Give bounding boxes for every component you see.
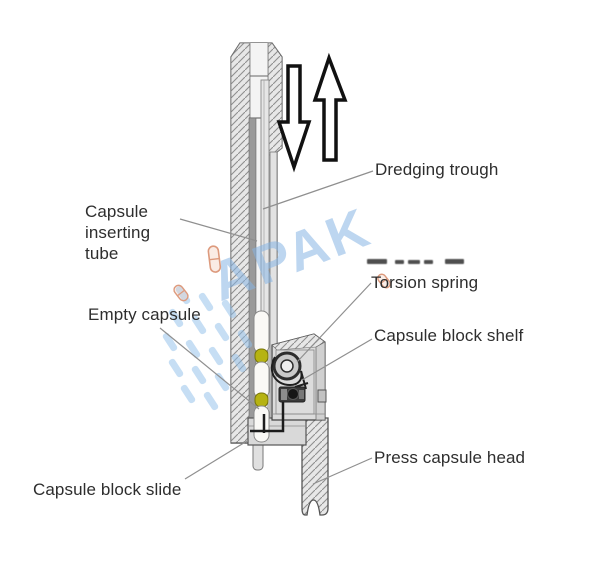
redacted-text-smudge (367, 259, 464, 264)
watermark-capsule-i-icon (207, 245, 222, 273)
leader-capsule-block-slide (184, 440, 248, 480)
watermark-brand: A PAK (202, 195, 380, 314)
slide-actuator (278, 386, 306, 403)
torsion-spring-drawing (270, 351, 309, 390)
label-capsule-block-shelf: Capsule block shelf (374, 326, 524, 345)
capsule-cap (254, 348, 269, 364)
label-dredging-trough: Dredging trough (375, 160, 499, 179)
leader-press-capsule-head (312, 457, 373, 485)
leader-capsule-block-shelf (301, 338, 373, 381)
up-arrow-icon (312, 52, 348, 162)
shelf-side-tab (317, 389, 327, 403)
capsule-block-shelf-drawing (270, 333, 327, 421)
label-empty-capsule: Empty capsule (88, 305, 201, 324)
label-press-capsule-head: Press capsule head (374, 448, 526, 467)
label-torsion-spring: Torsion spring (371, 273, 479, 292)
leader-lines (159, 170, 374, 485)
empty-capsules-drawing (253, 310, 270, 443)
leader-capsule-inserting-tube (179, 218, 258, 242)
press-capsule-head-drawing (301, 417, 329, 516)
down-arrow-icon (276, 64, 312, 173)
dredging-trough-drawing (260, 79, 270, 343)
slide-linkage-wire (250, 402, 285, 433)
leader-dredging-trough (262, 170, 374, 210)
label-capsule-inserting-tube: Capsule inserting tube (85, 202, 151, 263)
leader-empty-capsule (159, 327, 260, 410)
capsule-cap (254, 392, 269, 408)
label-capsule-block-slide: Capsule block slide (33, 480, 182, 499)
watermark-capsule-icon (173, 273, 391, 302)
watermark-dash-pattern (162, 285, 253, 411)
leader-torsion-spring (296, 282, 372, 363)
